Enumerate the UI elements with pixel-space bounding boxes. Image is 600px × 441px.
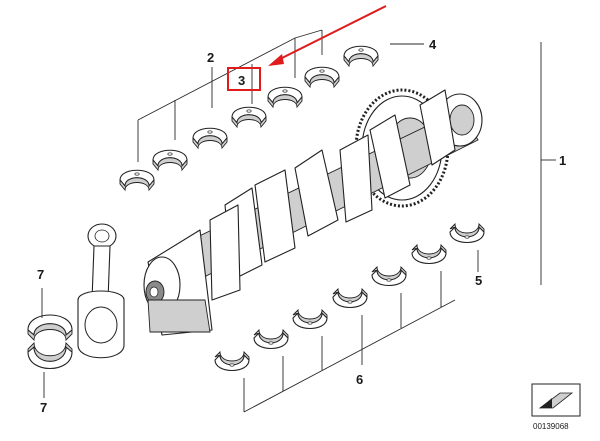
highlight-box — [227, 67, 261, 91]
red-arrow — [277, 5, 387, 61]
callout-4: 4 — [429, 37, 437, 52]
callout-5: 5 — [475, 273, 482, 288]
assembly-bracket — [540, 42, 556, 285]
lower-shell-leaders — [243, 250, 479, 413]
highlight-annotation — [227, 5, 387, 91]
callout-3: 3 — [238, 73, 245, 88]
callout-6: 6 — [356, 372, 363, 387]
callout-7-top: 7 — [37, 267, 44, 282]
callout-7-bottom: 7 — [40, 400, 47, 415]
conrod-shell-leaders — [41, 288, 45, 398]
callout-1: 1 — [559, 153, 566, 168]
reference-badge: 00139068 — [531, 383, 581, 431]
conrod-bearing-shells — [27, 314, 73, 370]
reference-code: 00139068 — [533, 422, 569, 431]
crankshaft — [143, 89, 483, 336]
red-arrow-head — [268, 54, 284, 66]
orientation-arrow-tip-icon — [540, 398, 552, 408]
callout-2: 2 — [207, 50, 214, 65]
connecting-rod — [77, 223, 125, 359]
upper-shell-leaders — [137, 29, 424, 162]
